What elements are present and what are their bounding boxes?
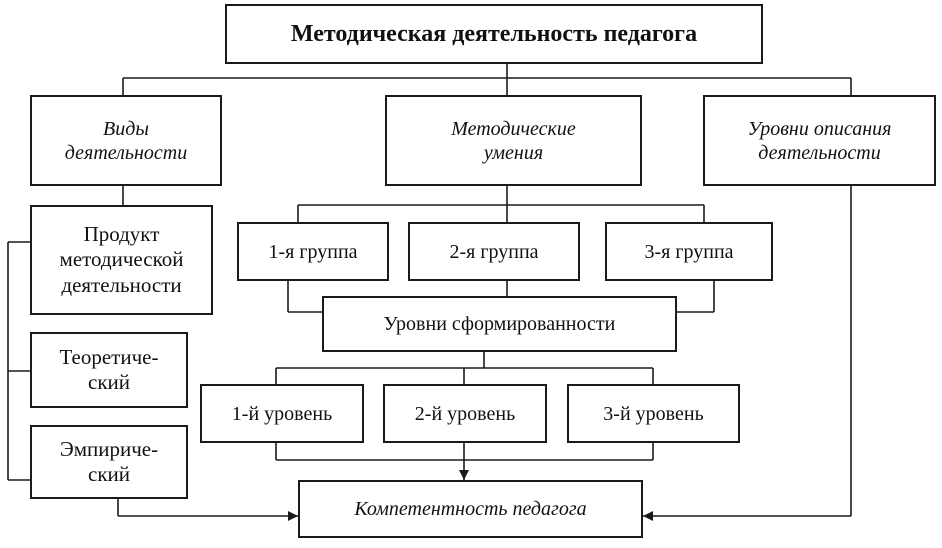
theoretical-label: Теоретиче-ский (59, 344, 159, 394)
title-box: Методическая деятельность педагога (225, 4, 763, 64)
group-1-label: 1-я группа (268, 240, 358, 263)
group-2-label: 2-я группа (449, 240, 539, 263)
formation-levels-box: Уровни сформированности (322, 296, 677, 352)
diagram-title: Методическая деятельность педагога (290, 20, 698, 47)
types-box: Виды деятельности (30, 95, 222, 186)
levels-description-label: Уровни описания деятельности (747, 117, 892, 164)
level-1-box: 1-й уровень (200, 384, 364, 443)
level-3-label: 3-й уровень (603, 402, 704, 425)
product-box: Продукт методической деятельности (30, 205, 213, 315)
formation-levels-label: Уровни сформированности (383, 313, 616, 335)
skills-label: Методические умения (451, 117, 576, 164)
level-2-box: 2-й уровень (383, 384, 547, 443)
group-3-box: 3-я группа (605, 222, 773, 281)
level-1-label: 1-й уровень (231, 402, 333, 425)
types-label: Виды деятельности (64, 117, 188, 164)
group-2-box: 2-я группа (408, 222, 580, 281)
level-3-box: 3-й уровень (567, 384, 740, 443)
group-1-box: 1-я группа (237, 222, 389, 281)
result-label: Компетентность педагога (354, 498, 587, 520)
group-3-label: 3-я группа (644, 240, 734, 263)
product-label: Продукт методической деятельности (59, 222, 184, 297)
empirical-label: Эмпириче-ский (59, 436, 159, 486)
skills-box: Методические умения (385, 95, 642, 186)
empirical-box: Эмпириче-ский (30, 425, 188, 499)
levels-description-box: Уровни описания деятельности (703, 95, 936, 186)
theoretical-box: Теоретиче-ский (30, 332, 188, 408)
level-2-label: 2-й уровень (414, 402, 516, 425)
result-box: Компетентность педагога (298, 480, 643, 538)
